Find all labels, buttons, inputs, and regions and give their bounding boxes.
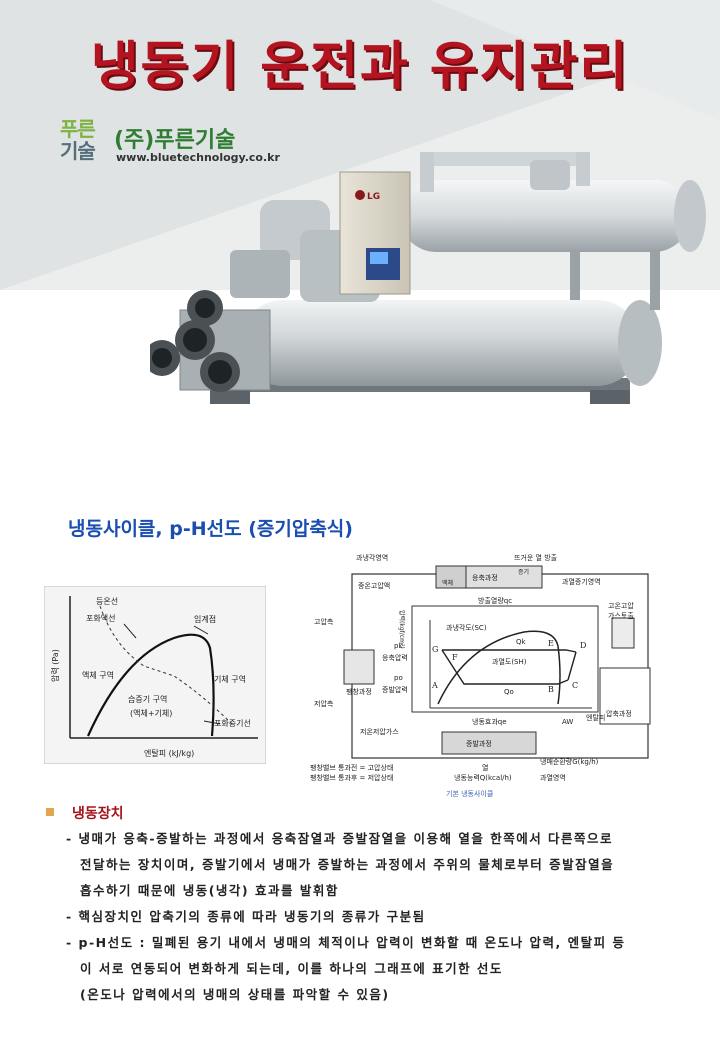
cycle-point-e: E [548,639,554,648]
critical-leader [193,625,209,635]
cycle-low-line [441,649,569,685]
cycle-high-line [442,649,577,653]
inner-ph-frame [411,605,599,713]
cycle-qo: Qo [504,688,514,696]
cycle-evap-pressure: 증발압력 [382,685,408,694]
cycle-pk: pk [394,642,403,650]
cycle-liquid: 액체 [442,579,453,587]
cycle-heat: 열 [482,764,488,772]
section-title: 냉동사이클, p-H선도 (증기압축식) [68,518,353,540]
cycle-subcool-region: 과냉각영역 [356,553,388,562]
cycle-condense: 응축과정 [472,573,498,582]
ph-label-liquid: 액체 구역 [82,670,114,680]
ph-diagram: 압력 (Pa) 엔탈피 (kJ/kg) 등온선 포화액선 임계점 액체 구역 기… [44,586,266,764]
cycle-point-f: F [452,653,458,662]
cycle-capacity: 냉동능력Q(kcal/h) [454,773,512,782]
device-line-4: - 핵심장치인 압축기의 종류에 따라 냉동기의 종류가 구분됨 [66,909,426,924]
cycle-enthalpy: 엔탈피 [586,713,605,722]
cycle-point-c: C [572,681,578,690]
cycle-vapor: 증기 [518,568,529,576]
cycle-high-side: 고압측 [314,617,334,626]
cycle-aw: AW [562,718,573,726]
cycle-subcool-sc: 과냉각도(SC) [446,623,487,632]
logo-text-top: 푸른 [60,117,96,141]
cycle-valve-before: 팽창밸브 통과전 = 고압상태 [310,763,393,772]
cycle-evaporate: 증발과정 [466,739,492,748]
chiller-illustration: LG [150,152,706,404]
refrigeration-cycle-diagram: 과냉각영역 뜨거운 열 방출 액체 응축과정 증기 과열증기영역 중온고압액 방… [310,553,651,798]
expansion-valve-box [343,649,375,685]
device-line-2: 전달하는 장치이며, 증발기에서 냉매가 증발하는 과정에서 주위의 물체로부터… [80,857,615,872]
cycle-pressure-axis: 압력(kgf/cm²) [398,610,406,649]
cycle-po: po [394,674,403,682]
cycle-qk: Qk [516,638,527,646]
ph-ylabel: 압력 (Pa) [50,649,60,682]
cycle-compress: 압축과정 [606,709,632,718]
cycle-superheat-sh: 과열도(SH) [492,657,527,666]
cycle-gas-out2: 가스토출 [608,611,634,620]
cycle-point-b: B [548,685,554,694]
page-title: 냉동기 운전과 유지관리 [90,37,630,97]
company-logo: 푸른 기술 [60,118,108,170]
device-line-7: (온도나 압력에서의 냉매의 상태를 파악할 수 있음) [80,987,390,1002]
cycle-valve-after: 팽창밸브 통과후 = 저압상태 [310,773,393,782]
cycle-mid-temp: 중온고압액 [358,582,390,590]
logo-text-bottom: 기술 [60,139,96,163]
device-title: 냉동장치 [72,806,124,822]
device-line-1: - 냉매가 응축-증발하는 과정에서 응축잠열과 증발잠열을 이용해 열을 한쪽… [66,831,614,846]
company-url: www.bluetechnology.co.kr [116,151,280,164]
evaporator-box [441,731,537,755]
company-name: (주)푸른기술 [114,128,236,153]
device-line-6: 이 서로 연동되어 변화하게 되는데, 이를 하나의 그래프에 표기한 선도 [80,961,503,976]
device-line-5: - p-H선도 : 밀폐된 용기 내에서 냉매의 체적이나 압력이 변화할 때 … [66,935,626,950]
ph-label-wet-sub: (액체+기체) [130,708,172,718]
ph-label-isotherm: 등온선 [96,597,118,606]
cycle-high-gas-out: 고온고압 [608,602,634,610]
ph-label-sat-liquid: 포화액선 [86,613,115,623]
cycle-point-g: G [432,645,438,654]
ph-label-sat-vapor: 포화증기선 [214,719,251,728]
sat-liquid-leader [123,623,137,639]
cycle-overheat-region: 과열영역 [540,773,566,782]
ph-label-wet: 습증기 구역 [128,694,167,704]
cycle-heat-release: 방출열량qc [478,596,512,605]
ph-xlabel: 엔탈피 (kJ/kg) [144,748,194,758]
cycle-point-a: A [431,681,438,690]
cycle-refrig-effect: 냉동효과qe [472,717,507,726]
compressor-box [599,667,651,725]
cycle-dome [437,630,561,705]
banner-background [0,0,720,290]
bullet-icon [46,808,54,816]
cycle-caption: 기본 냉동사이클 [446,789,494,798]
cycle-circulation: 냉매순환량G(kg/h) [540,757,599,766]
device-line-3: 흡수하기 때문에 냉동(냉각) 효과를 발휘함 [80,883,339,898]
cycle-hot-air: 뜨거운 열 방출 [514,553,558,562]
isotherm-line [99,605,235,727]
ph-diagram-frame [44,586,266,764]
ph-label-gas: 기체 구역 [214,674,246,684]
cycle-point-d: D [580,641,586,650]
saturation-dome [86,633,215,737]
cycle-low-side: 저압측 [314,699,334,708]
sat-vapor-leader [203,720,221,725]
header-banner [0,0,720,290]
cycle-condense-pressure: 응축압력 [382,653,408,662]
cycle-superheat-region: 과열증기영역 [562,577,601,586]
cycle-low-temp-gas: 저온저압가스 [360,727,399,736]
cycle-expansion: 팽창과정 [346,687,372,696]
machine-brand: LG [367,192,380,202]
ph-label-critical: 임계점 [194,614,216,624]
